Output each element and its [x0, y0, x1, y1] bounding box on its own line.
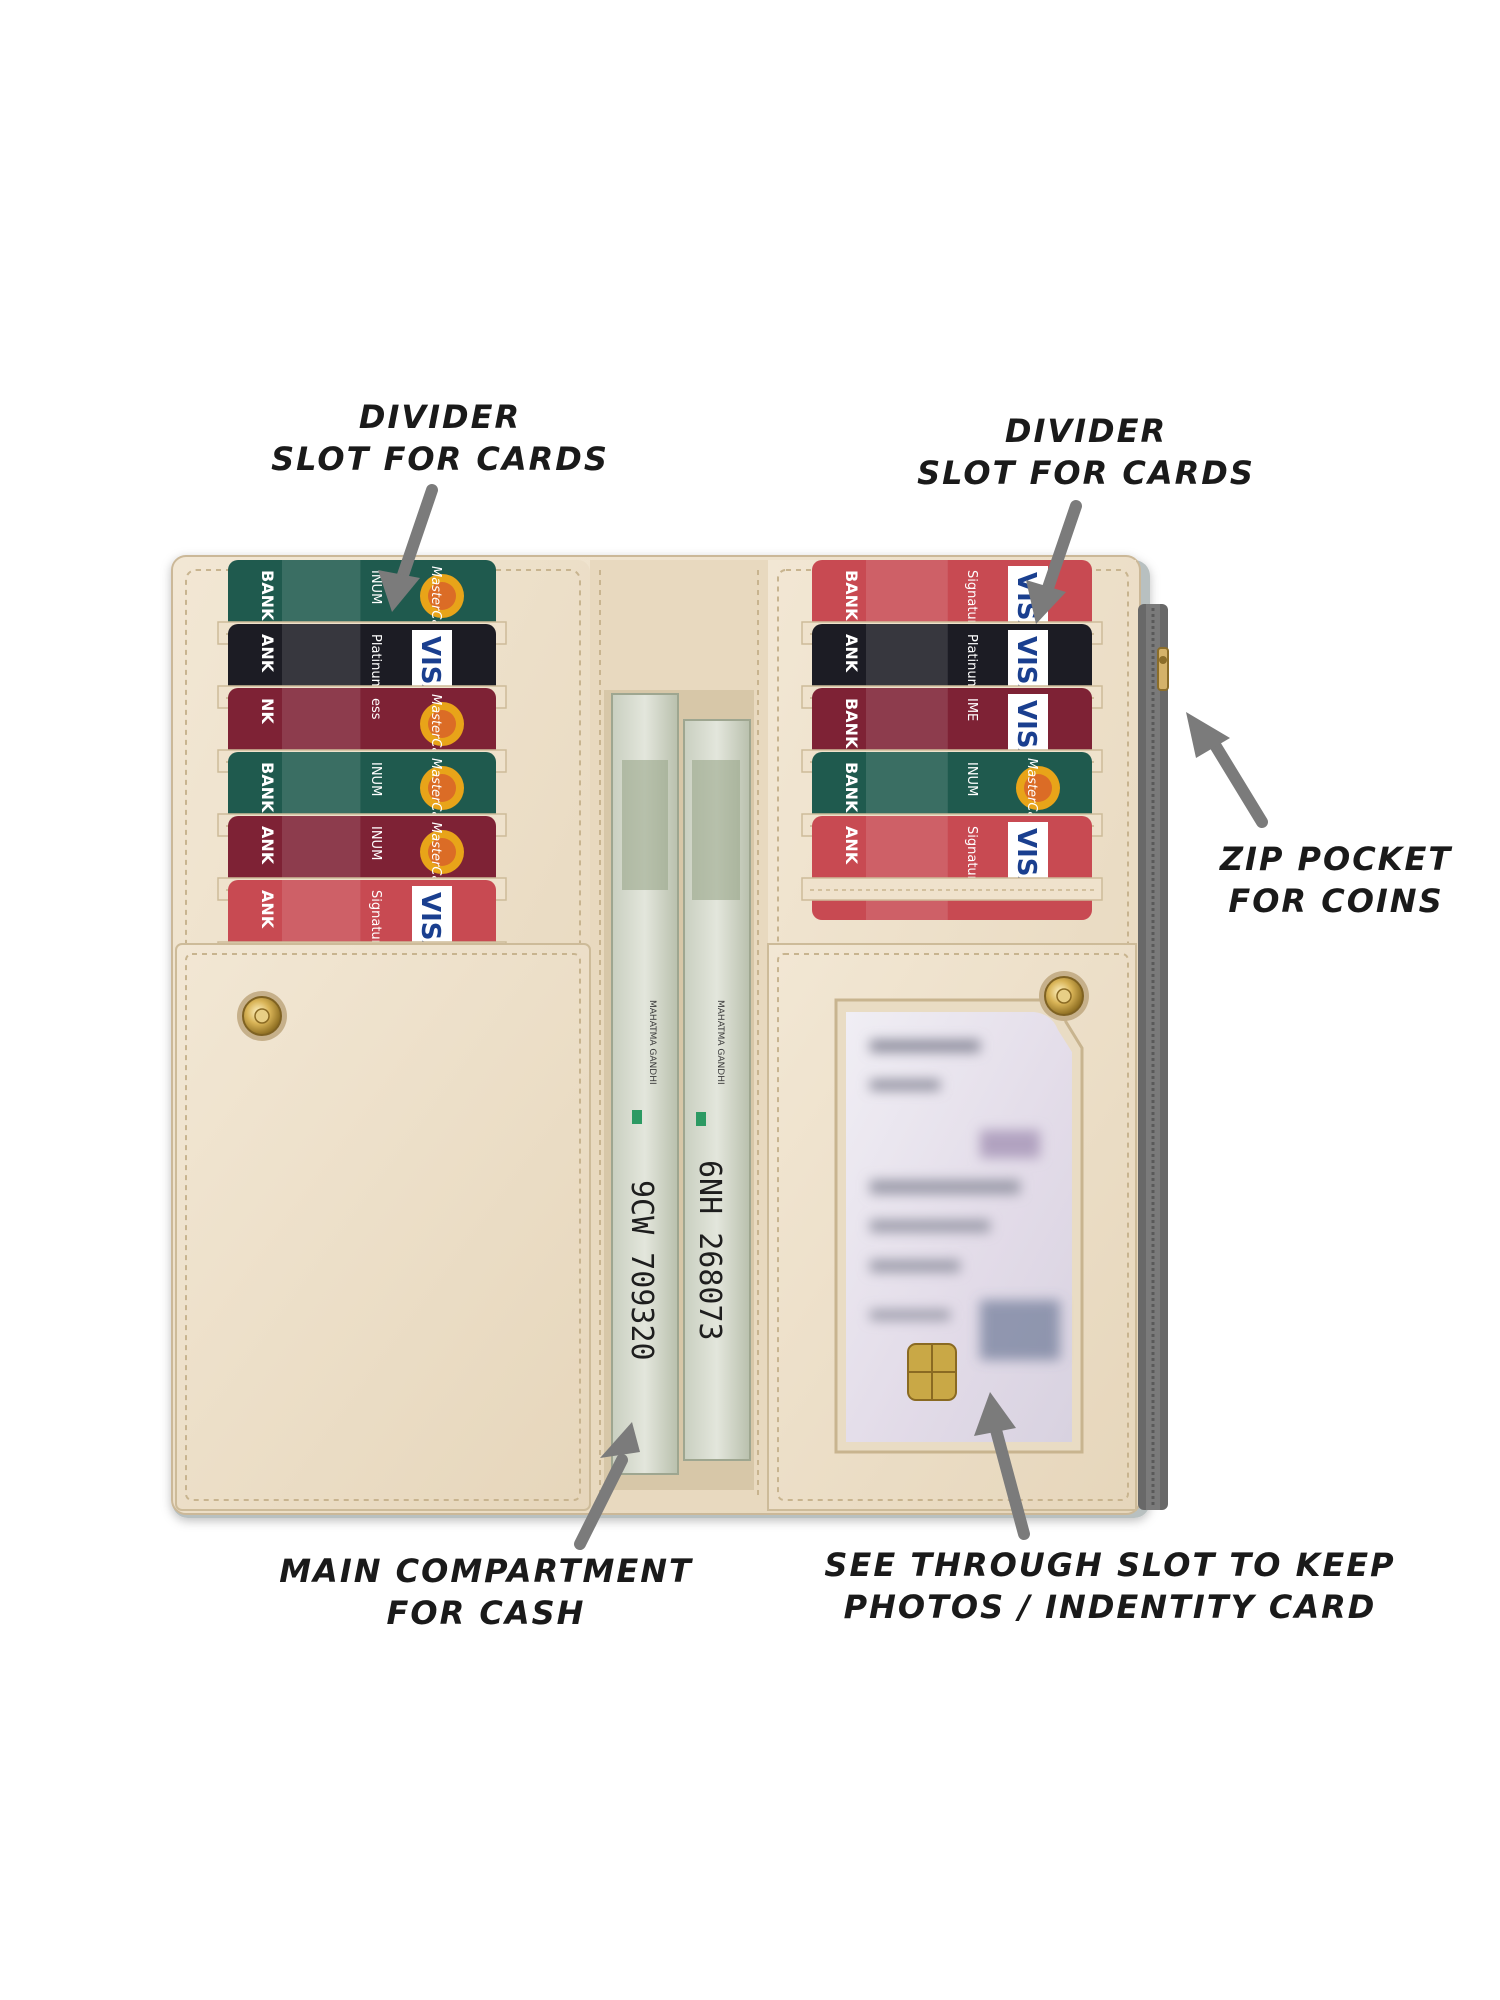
arrow-zip-pocket-icon: [1186, 712, 1268, 828]
card-band: [866, 816, 948, 920]
callout-see-through-line2: PHOTOS / INDENTITY CARD: [843, 1588, 1377, 1626]
banknote-right: 6NH 268073 MAHATMA GANDHI: [683, 719, 751, 1461]
zip-puller-icon[interactable]: [1157, 647, 1169, 691]
callout-divider-right: DIVIDER SLOT FOR CARDS: [896, 410, 1276, 494]
callout-main-compartment-line1: MAIN COMPARTMENT: [279, 1552, 693, 1590]
card-bank-label: ANK: [258, 826, 277, 865]
callout-divider-right-line1: DIVIDER: [1004, 412, 1168, 450]
card-tier-label: INUM: [368, 826, 383, 860]
banknote-left-serial: 9CW 709320: [624, 1180, 659, 1361]
card-tier-label: INUM: [368, 762, 383, 796]
callout-see-through: SEE THROUGH SLOT TO KEEP PHOTOS / INDENT…: [810, 1544, 1410, 1628]
card-tier-label: IME: [964, 698, 979, 721]
card-tier-label: Platinum: [964, 634, 979, 691]
card-bank-label: BANK: [842, 698, 861, 749]
card-tier-label: ess: [368, 698, 383, 720]
callout-divider-left: DIVIDER SLOT FOR CARDS: [250, 396, 630, 480]
arrow-divider-left-icon: [378, 484, 438, 612]
visa-logo-bg: [1008, 822, 1048, 880]
callout-zip-pocket-line2: FOR COINS: [1228, 882, 1444, 920]
card-bank-label: BANK: [258, 762, 277, 813]
banknote-right-serial: 6NH 268073: [692, 1160, 727, 1341]
card-slit: [801, 877, 1103, 901]
card-tier-label: Platinum: [368, 634, 383, 691]
visa-logo-bg: [412, 630, 452, 688]
callout-divider-left-line2: SLOT FOR CARDS: [271, 440, 609, 478]
mastercard-overlap-icon: [428, 838, 456, 866]
blurred-id-card: [870, 1040, 1060, 1360]
card-tier-label: Signature: [964, 570, 979, 633]
card-tier-label: INUM: [368, 570, 383, 604]
mastercard-overlap-icon: [428, 582, 456, 610]
callout-zip-pocket: ZIP POCKET FOR COINS: [1196, 838, 1476, 922]
left-lower-pocket: [175, 943, 591, 1511]
card-bank-label: BANK: [842, 570, 861, 621]
callout-divider-right-line2: SLOT FOR CARDS: [917, 454, 1255, 492]
card-bank-label: BANK: [258, 570, 277, 621]
card-tier-label: Signature: [964, 826, 979, 889]
card-chip-icon: [907, 1343, 957, 1401]
banknote-left-caption: MAHATMA GANDHI: [647, 1000, 657, 1085]
see-through-window[interactable]: [834, 998, 1084, 1454]
callout-main-compartment-line2: FOR CASH: [386, 1594, 586, 1632]
banknote-right-caption: MAHATMA GANDHI: [715, 1000, 725, 1085]
visa-logo-bg: [1008, 630, 1048, 688]
snap-button-left-icon[interactable]: [237, 991, 287, 1041]
banknote-left: 9CW 709320 MAHATMA GANDHI: [611, 693, 679, 1475]
callout-main-compartment: MAIN COMPARTMENT FOR CASH: [236, 1550, 736, 1634]
zip-pocket[interactable]: [1138, 604, 1168, 1510]
card-bank-label: ANK: [842, 826, 861, 865]
callout-divider-left-line1: DIVIDER: [358, 398, 522, 436]
card-bank-label: ANK: [258, 634, 277, 673]
card-bank-label: ANK: [842, 634, 861, 673]
card-bank-label: BANK: [842, 762, 861, 813]
arrow-main-compartment-icon: [574, 1422, 640, 1550]
arrow-divider-right-icon: [1026, 500, 1082, 624]
mastercard-overlap-icon: [428, 710, 456, 738]
card-bank-label: NK: [258, 698, 277, 724]
visa-logo-bg: [412, 886, 452, 944]
callout-see-through-line1: SEE THROUGH SLOT TO KEEP: [824, 1546, 1396, 1584]
callout-zip-pocket-line1: ZIP POCKET: [1219, 840, 1453, 878]
card-tier-label: INUM: [964, 762, 979, 796]
visa-logo-bg: [1008, 694, 1048, 752]
arrow-see-through-icon: [974, 1392, 1030, 1540]
snap-button-right-icon[interactable]: [1039, 971, 1089, 1021]
card-bank-label: ANK: [258, 890, 277, 929]
card-tier-label: Signature: [368, 890, 383, 953]
mastercard-overlap-icon: [428, 774, 456, 802]
mastercard-overlap-icon: [1024, 774, 1052, 802]
cash-compartment[interactable]: 9CW 709320 MAHATMA GANDHI 6NH 268073 MAH…: [604, 690, 754, 1490]
